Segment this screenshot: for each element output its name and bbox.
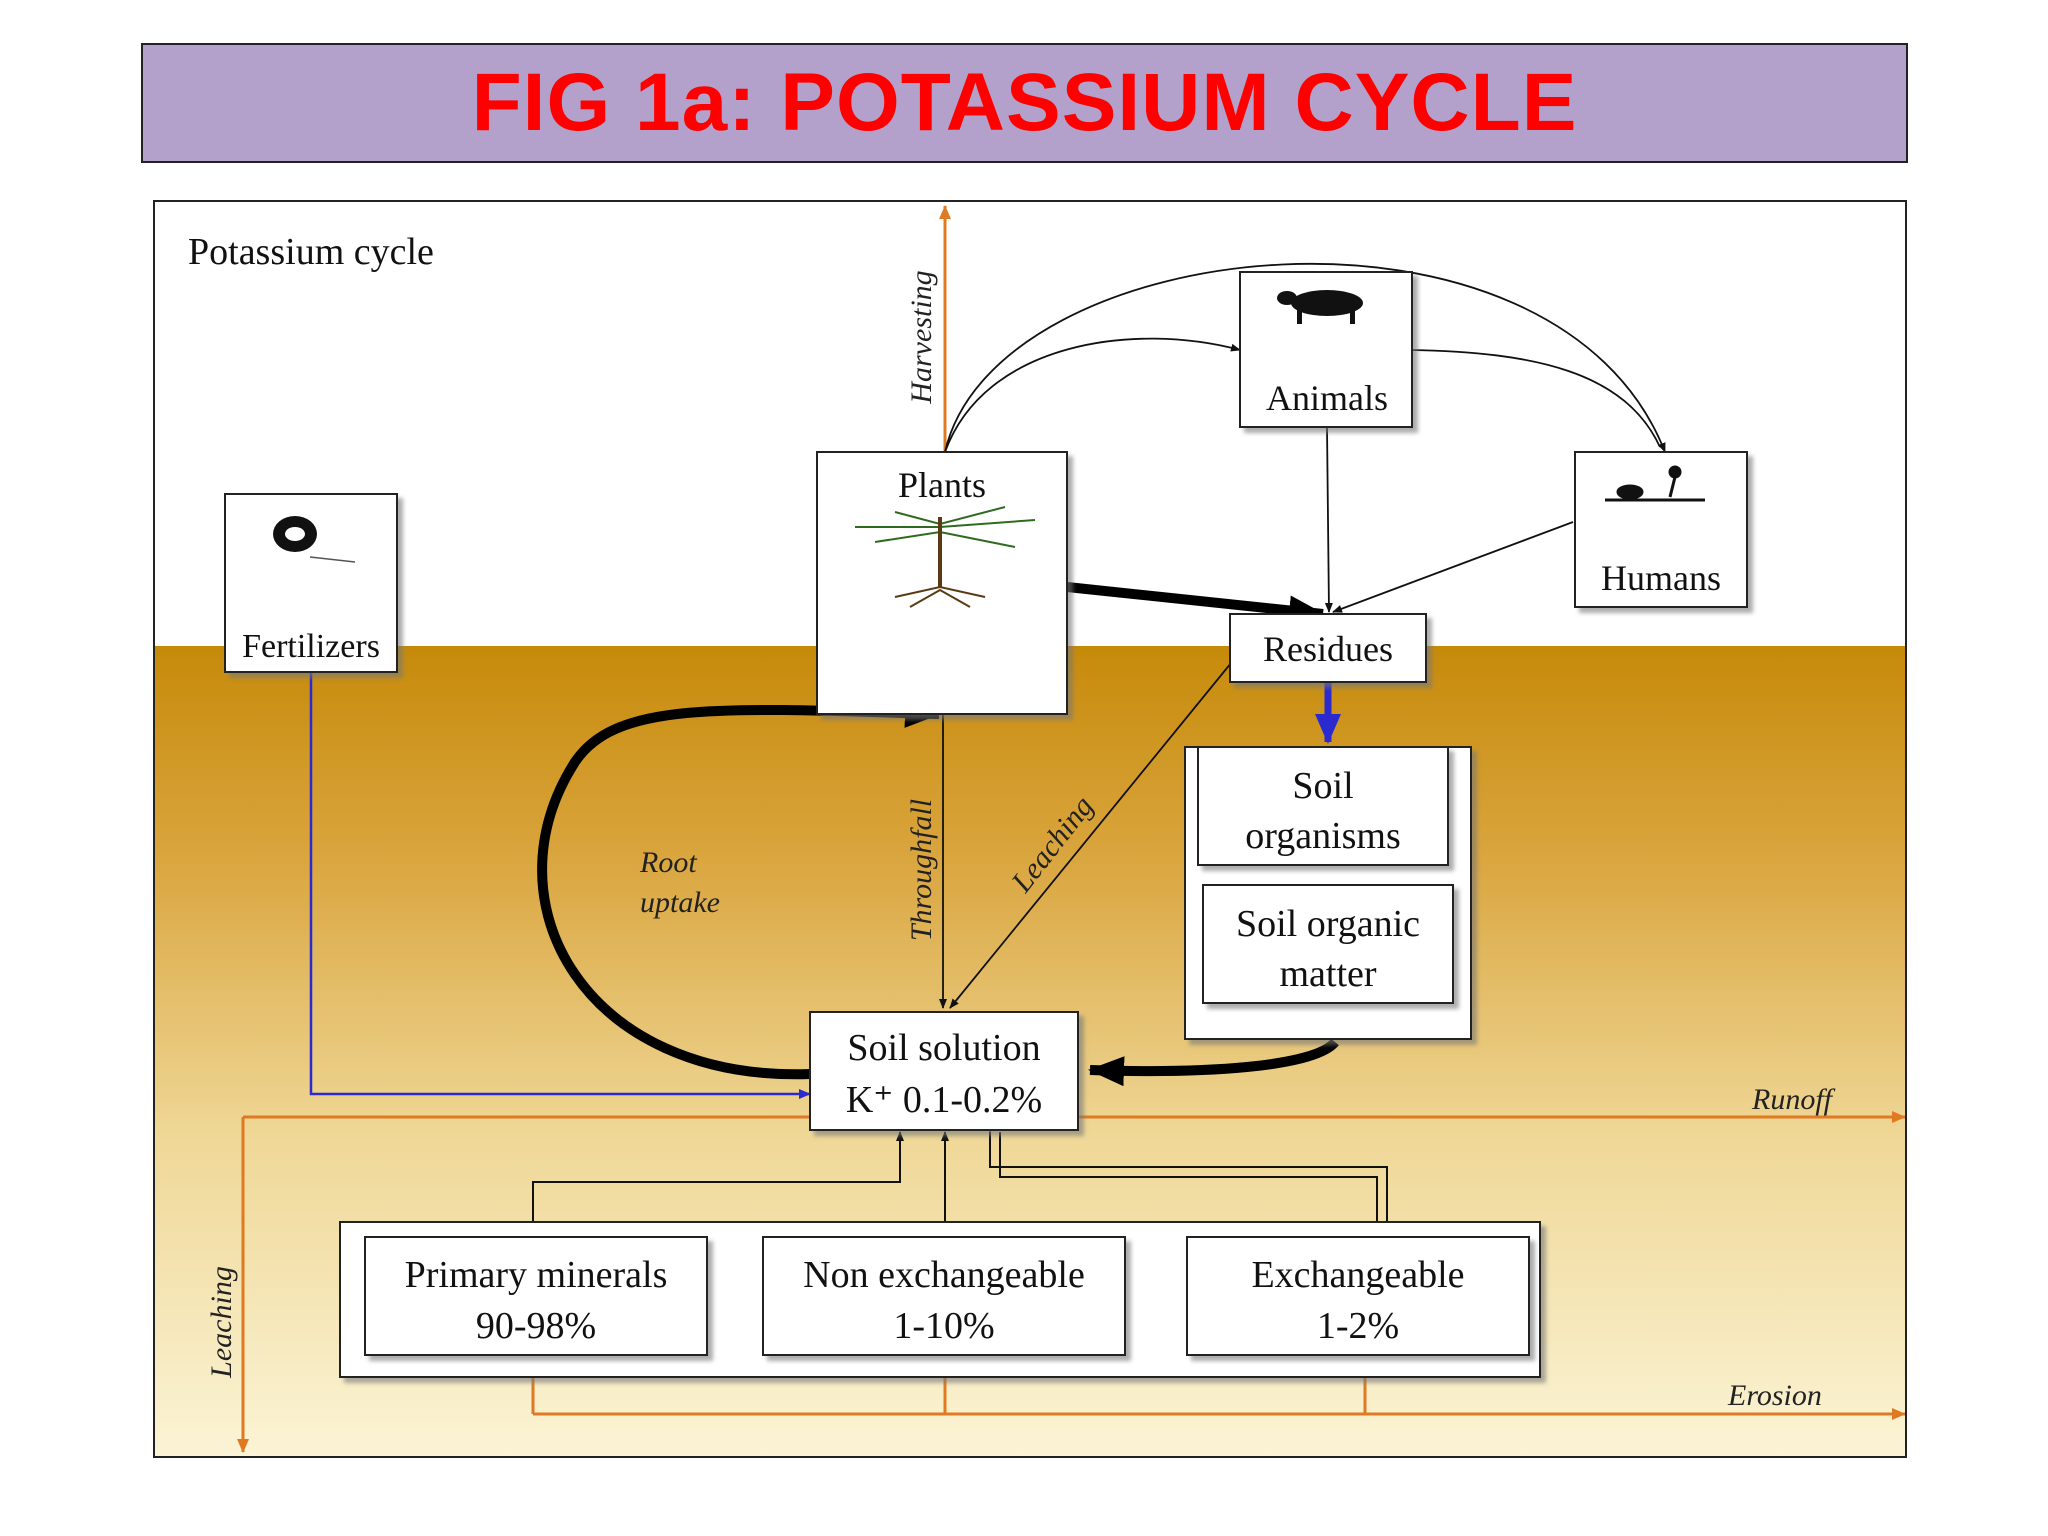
root-uptake-label-1: Root: [639, 846, 697, 879]
soil-organisms-node: [1197, 746, 1449, 866]
potassium-cycle-diagram: Potassium cycle: [153, 200, 1907, 1458]
page-title: FIG 1a: POTASSIUM CYCLE: [471, 57, 1578, 148]
non-exchangeable-node: [762, 1236, 1126, 1356]
svg-text:Fertilizers: Fertilizers: [242, 628, 380, 665]
leaching-side-label: Leaching: [205, 1266, 238, 1379]
svg-text:Exchangeable: Exchangeable: [1251, 1254, 1464, 1296]
root-uptake-label-2: uptake: [640, 886, 720, 919]
diagram-heading: Potassium cycle: [188, 231, 434, 273]
fertilizer-flow: [309, 672, 811, 1099]
svg-text:1-10%: 1-10%: [893, 1305, 994, 1347]
svg-text:Humans: Humans: [1601, 558, 1721, 598]
plant-icon: [855, 506, 1036, 608]
exchangeable-node: [1186, 1236, 1530, 1356]
svg-text:K⁺ 0.1-0.2%: K⁺ 0.1-0.2%: [846, 1079, 1042, 1121]
major-flows: [537, 582, 1339, 1087]
plants-to-residues-arrow: [1066, 582, 1325, 626]
plants-node: Plants: [816, 451, 1068, 715]
cow-icon: [1277, 290, 1363, 324]
svg-text:Soil solution: Soil solution: [847, 1027, 1040, 1069]
primary-minerals-node: [364, 1236, 708, 1356]
svg-text:Residues: Residues: [1263, 629, 1393, 669]
svg-text:Soil: Soil: [1292, 765, 1353, 807]
organic-to-solution-arrow: [1088, 1038, 1339, 1087]
erosion-label: Erosion: [1727, 1379, 1822, 1412]
harvesting-label: Harvesting: [905, 270, 938, 404]
svg-text:Plants: Plants: [898, 465, 986, 505]
svg-text:matter: matter: [1279, 953, 1376, 995]
runoff-label: Runoff: [1751, 1083, 1836, 1116]
soil-biota-group: Soil organisms Soil organic matter: [1184, 746, 1472, 1040]
humans-node: Humans: [1574, 451, 1748, 608]
fertilizers-node: Fertilizers: [224, 493, 398, 673]
title-banner: FIG 1a: POTASSIUM CYCLE: [141, 43, 1908, 163]
soil-organic-matter-node: [1202, 884, 1454, 1004]
food-chain-arrows: [939, 262, 1666, 1009]
svg-text:90-98%: 90-98%: [476, 1305, 596, 1347]
svg-text:1-2%: 1-2%: [1317, 1305, 1399, 1347]
residues-node: Residues: [1229, 613, 1427, 683]
svg-text:Animals: Animals: [1266, 378, 1388, 418]
svg-text:Non exchangeable: Non exchangeable: [803, 1254, 1085, 1296]
svg-text:Soil organic: Soil organic: [1236, 903, 1420, 945]
soil-solution-node: Soil solution K⁺ 0.1-0.2%: [809, 1011, 1079, 1131]
fertilizer-bag-icon: [273, 516, 356, 563]
soil-minerals-group: Primary minerals 90-98% Non exchangeable…: [339, 1221, 1541, 1378]
farmer-icon: [1605, 465, 1705, 502]
root-uptake-arrow: [537, 697, 941, 1080]
svg-text:Primary minerals: Primary minerals: [405, 1254, 668, 1296]
animals-node: Animals: [1239, 271, 1413, 428]
throughfall-label: Throughfall: [905, 799, 938, 941]
svg-text:organisms: organisms: [1245, 815, 1401, 857]
